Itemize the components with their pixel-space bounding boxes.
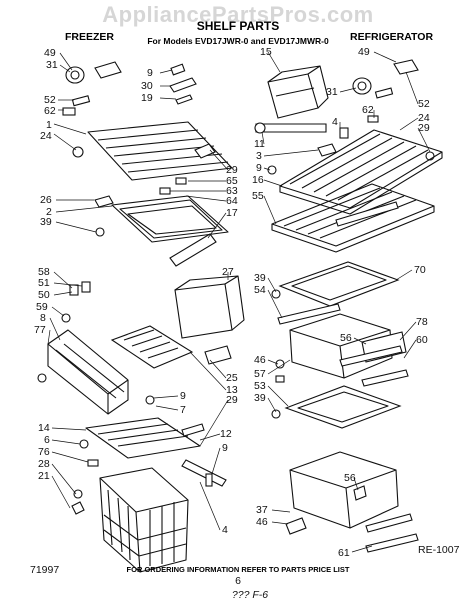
freezer-door-rack xyxy=(37,281,155,415)
reference-code: RE-1007 xyxy=(418,544,460,556)
callout-53: 53 xyxy=(254,380,266,392)
callout-56-a: 56 xyxy=(340,332,352,344)
doc-number: 71997 xyxy=(30,564,59,576)
callout-14: 14 xyxy=(38,422,50,434)
callout-59: 59 xyxy=(36,301,48,313)
freezer-shelf-clips xyxy=(169,63,197,105)
freezer-heading: FREEZER xyxy=(65,31,114,43)
callout-25: 25 xyxy=(226,372,238,384)
freezer-tray-shelf xyxy=(94,195,229,267)
ordering-note: FOR ORDERING INFORMATION REFER TO PARTS … xyxy=(127,565,350,574)
models-subtitle: For Models EVD17JWR-0 and EVD17JMWR-0 xyxy=(147,36,329,46)
callout-46-a: 46 xyxy=(254,354,266,366)
callout-46-b: 46 xyxy=(256,516,268,528)
callout-9-r: 9 xyxy=(256,162,262,174)
refrigerator-meat-tray-shelf xyxy=(271,385,402,429)
diagram-title: SHELF PARTS xyxy=(197,19,279,33)
callout-78: 78 xyxy=(416,316,428,328)
callout-56-b: 56 xyxy=(344,472,356,484)
callout-37: 37 xyxy=(256,504,268,516)
callout-29-b: 29 xyxy=(226,394,238,406)
callout-27: 27 xyxy=(222,266,234,278)
callout-65: 65 xyxy=(226,175,238,187)
callout-55: 55 xyxy=(252,190,264,202)
callout-21: 21 xyxy=(38,470,50,482)
callout-28: 28 xyxy=(38,458,50,470)
callout-29-a: 29 xyxy=(226,164,238,176)
callout-63: 63 xyxy=(226,185,238,197)
callout-31-r: 31 xyxy=(326,86,338,98)
callout-15: 15 xyxy=(260,46,272,58)
handwritten-page-mark: ??? F-6 xyxy=(232,589,268,600)
callout-39-a: 39 xyxy=(40,216,52,228)
callout-26: 26 xyxy=(40,194,52,206)
callout-50: 50 xyxy=(38,289,50,301)
callout-54: 54 xyxy=(254,284,266,296)
callout-77: 77 xyxy=(34,324,46,336)
page-number: 6 xyxy=(235,575,241,587)
callout-31: 31 xyxy=(46,59,58,71)
callout-57: 57 xyxy=(254,368,266,380)
callout-13: 13 xyxy=(226,384,238,396)
callout-17: 17 xyxy=(226,207,238,219)
callout-16: 16 xyxy=(252,174,264,186)
refrigerator-dairy-bin xyxy=(267,65,329,119)
callout-51: 51 xyxy=(38,277,50,289)
refrigerator-heading: REFRIGERATOR xyxy=(350,31,433,43)
refrigerator-glass-shelf-upper xyxy=(279,129,443,215)
callout-30: 30 xyxy=(141,80,153,92)
callout-39-r: 39 xyxy=(254,272,266,284)
callout-61: 61 xyxy=(338,547,350,559)
callout-9-c: 9 xyxy=(222,442,228,454)
refrigerator-crisper-cover xyxy=(271,261,400,325)
callout-62-r: 62 xyxy=(362,104,374,116)
callout-12: 12 xyxy=(220,428,232,440)
callout-11: 11 xyxy=(254,138,265,150)
callout-2: 2 xyxy=(46,206,52,218)
callout-52: 52 xyxy=(44,94,56,106)
callout-39-r2: 39 xyxy=(254,392,266,404)
callout-7: 7 xyxy=(180,404,186,416)
refrigerator-light-assembly xyxy=(352,59,419,123)
callout-4-r: 4 xyxy=(332,116,338,128)
callout-58: 58 xyxy=(38,266,50,278)
freezer-ice-tray xyxy=(110,325,232,369)
callout-1: 1 xyxy=(46,119,52,131)
callout-9-b: 9 xyxy=(180,390,186,402)
callout-64: 64 xyxy=(226,195,238,207)
callout-62: 62 xyxy=(44,105,56,117)
callout-labels: 49 31 52 62 1 24 9 30 19 29 65 63 64 26 … xyxy=(34,46,430,559)
callout-29-r: 29 xyxy=(418,122,430,134)
callout-76: 76 xyxy=(38,446,50,458)
callout-24-r: 24 xyxy=(418,112,430,124)
callout-70: 70 xyxy=(414,264,426,276)
freezer-light-assembly xyxy=(62,61,122,116)
callout-4-a: 4 xyxy=(222,524,228,536)
callout-52-r: 52 xyxy=(418,98,430,110)
refrigerator-meat-drawer xyxy=(285,451,419,553)
freezer-wire-shelf-lower xyxy=(79,417,227,487)
callout-24: 24 xyxy=(40,130,52,142)
refrigerator-glass-shelf-middle xyxy=(271,183,435,253)
callout-60: 60 xyxy=(416,334,428,346)
callout-3: 3 xyxy=(256,150,262,162)
refrigerator-shelf-support xyxy=(254,122,435,175)
callout-6: 6 xyxy=(44,434,50,446)
freezer-ice-bin xyxy=(174,275,245,339)
callout-8: 8 xyxy=(40,312,46,324)
callout-19: 19 xyxy=(141,92,153,104)
callout-49-r: 49 xyxy=(358,46,370,58)
freezer-wire-shelf-upper xyxy=(72,121,233,195)
callout-49: 49 xyxy=(44,47,56,59)
leader-lines xyxy=(47,51,431,553)
refrigerator-crisper-drawer xyxy=(275,313,409,387)
callout-9: 9 xyxy=(147,67,153,79)
freezer-wire-basket xyxy=(71,467,213,573)
